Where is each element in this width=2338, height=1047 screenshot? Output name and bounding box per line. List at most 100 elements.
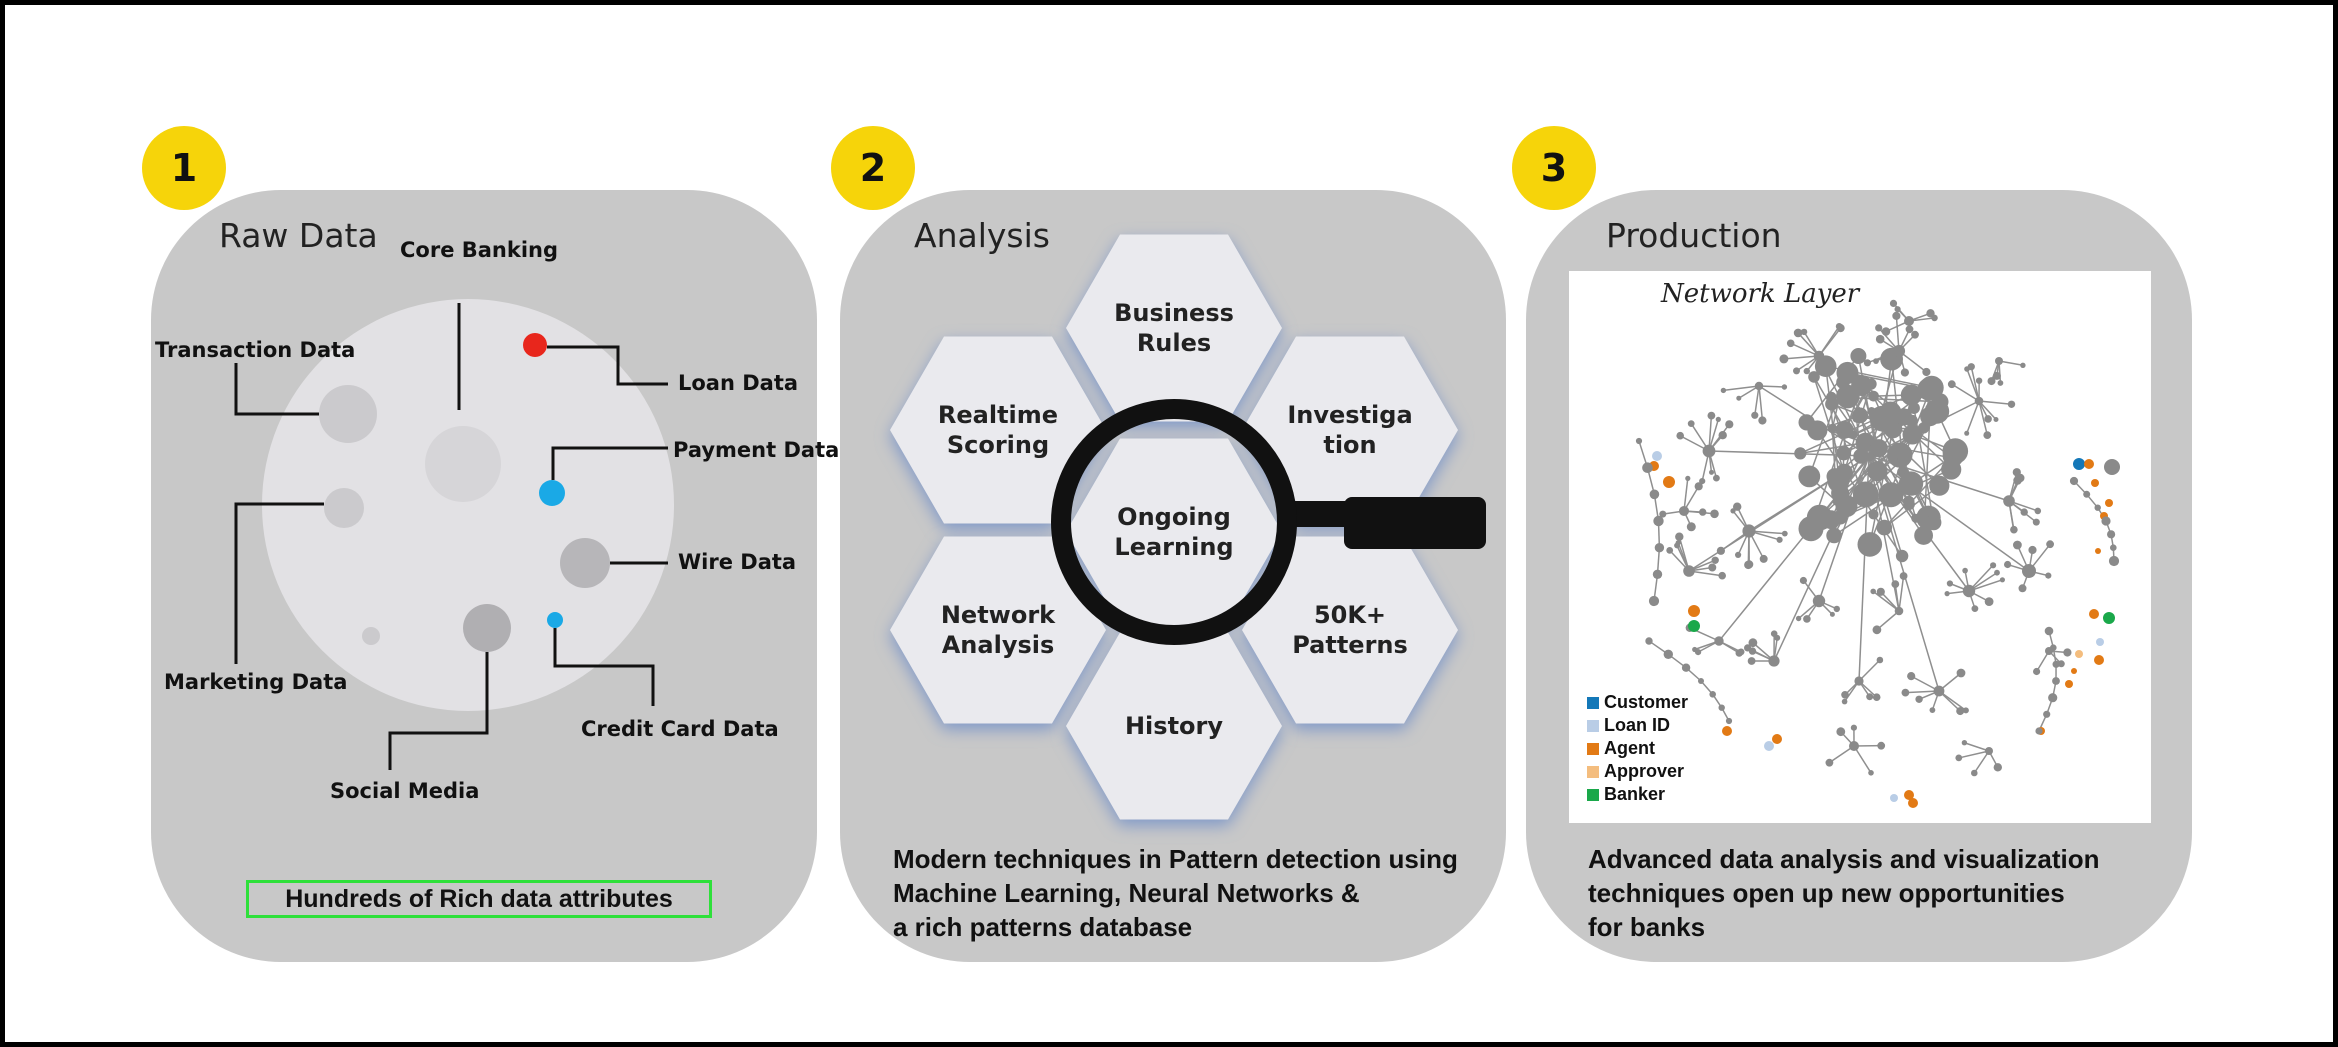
network-node	[1795, 615, 1802, 622]
wire-data-label: Wire Data	[678, 550, 796, 574]
hexagon-label: History	[1125, 712, 1223, 740]
network-node	[1813, 350, 1825, 362]
network-node	[2108, 555, 2120, 567]
network-node	[1736, 395, 1742, 401]
network-node	[1687, 420, 1695, 427]
network-node	[1674, 542, 1680, 549]
network-node	[1852, 481, 1879, 508]
network-node	[1975, 377, 1983, 384]
network-node	[1841, 691, 1849, 699]
network-node	[2004, 560, 2012, 569]
network-node	[1835, 323, 1843, 330]
network-node	[1798, 516, 1824, 542]
network-edge	[1678, 536, 1690, 572]
step-3-badge: 3	[1512, 126, 1596, 210]
network-edge	[1857, 355, 1877, 450]
network-node	[1917, 378, 1940, 401]
network-node	[1635, 437, 1643, 445]
network-node	[1759, 554, 1768, 563]
network-node	[1895, 408, 1913, 426]
core-banking-blob	[425, 426, 501, 502]
network-node	[2083, 490, 2091, 498]
hexagon-label: Scoring	[947, 431, 1049, 459]
network-node	[1722, 726, 1732, 736]
network-node	[1868, 770, 1874, 776]
network-node	[1849, 430, 1858, 440]
network-node	[1799, 576, 1807, 585]
network-node	[1853, 448, 1869, 464]
network-node	[2050, 644, 2057, 651]
network-node	[1676, 431, 1684, 440]
network-node	[1931, 314, 1938, 322]
hexagon-label: Business	[1114, 299, 1234, 327]
network-node	[1774, 634, 1781, 641]
network-node	[1710, 509, 1719, 519]
network-edge	[1872, 590, 1900, 612]
marketing-data-label: Marketing Data	[164, 670, 347, 694]
network-node	[2084, 459, 2094, 469]
legend-label: Agent	[1604, 738, 1655, 758]
social-media-blob	[463, 604, 511, 652]
network-node	[1941, 459, 1962, 480]
network-edge	[1978, 400, 1989, 436]
network-node	[1876, 656, 1884, 664]
network-node	[1922, 367, 1931, 377]
network-node	[1699, 478, 1706, 485]
network-edge	[1964, 742, 1990, 752]
network-node	[1967, 363, 1975, 371]
network-node	[1994, 569, 2000, 576]
network-node	[2091, 479, 2099, 487]
network-node	[2069, 476, 2079, 486]
credit-card-connector	[553, 628, 655, 706]
network-node	[1742, 524, 1756, 538]
hexagon-label: Network	[941, 601, 1056, 629]
network-node	[1933, 685, 1945, 697]
network-node	[2075, 650, 2083, 658]
legend-swatch	[1587, 788, 1599, 801]
network-node	[1702, 444, 1716, 458]
network-node	[1875, 334, 1885, 344]
legend-label: Customer	[1604, 692, 1689, 712]
hexagon-label: 50K+	[1314, 601, 1386, 629]
network-node	[1683, 565, 1695, 577]
network-node	[1875, 324, 1883, 332]
network-node	[1675, 532, 1684, 541]
network-edge	[1905, 690, 1940, 694]
network-node	[1826, 527, 1842, 544]
network-node	[1929, 475, 1950, 496]
analysis-title: Analysis	[914, 216, 1050, 255]
network-node	[1889, 299, 1898, 307]
network-node	[1868, 509, 1879, 520]
network-node	[1900, 368, 1909, 377]
small-blob	[362, 627, 380, 645]
network-node	[1892, 311, 1901, 320]
legend-item-banker: Banker	[1587, 783, 1688, 806]
production-title: Production	[1606, 216, 1782, 255]
network-edge	[1758, 385, 1764, 421]
network-node	[1793, 367, 1800, 375]
network-node	[1841, 698, 1848, 705]
network-node	[1870, 588, 1876, 595]
network-node	[1897, 453, 1908, 464]
network-node	[2020, 508, 2028, 516]
network-node	[1827, 470, 1850, 493]
network-edge	[1754, 385, 1760, 416]
network-node	[2065, 680, 2073, 688]
network-node	[1699, 508, 1707, 516]
network-node	[1850, 348, 1867, 364]
payment-data-label: Payment Data	[673, 438, 839, 462]
network-node	[2063, 648, 2072, 657]
hexagon-label: Analysis	[942, 631, 1055, 659]
network-node	[1962, 567, 1968, 574]
analysis-description: Modern techniques in Pattern detection u…	[893, 842, 1458, 944]
network-node	[1866, 693, 1874, 701]
transaction-data-label: Transaction Data	[155, 338, 355, 362]
network-nodes	[1635, 299, 2120, 808]
network-node	[2032, 518, 2040, 526]
network-edge	[1876, 610, 1900, 631]
network-node	[2035, 727, 2043, 735]
network-node	[1833, 605, 1840, 613]
network-edge	[1966, 368, 1980, 402]
network-node	[1947, 380, 1956, 389]
